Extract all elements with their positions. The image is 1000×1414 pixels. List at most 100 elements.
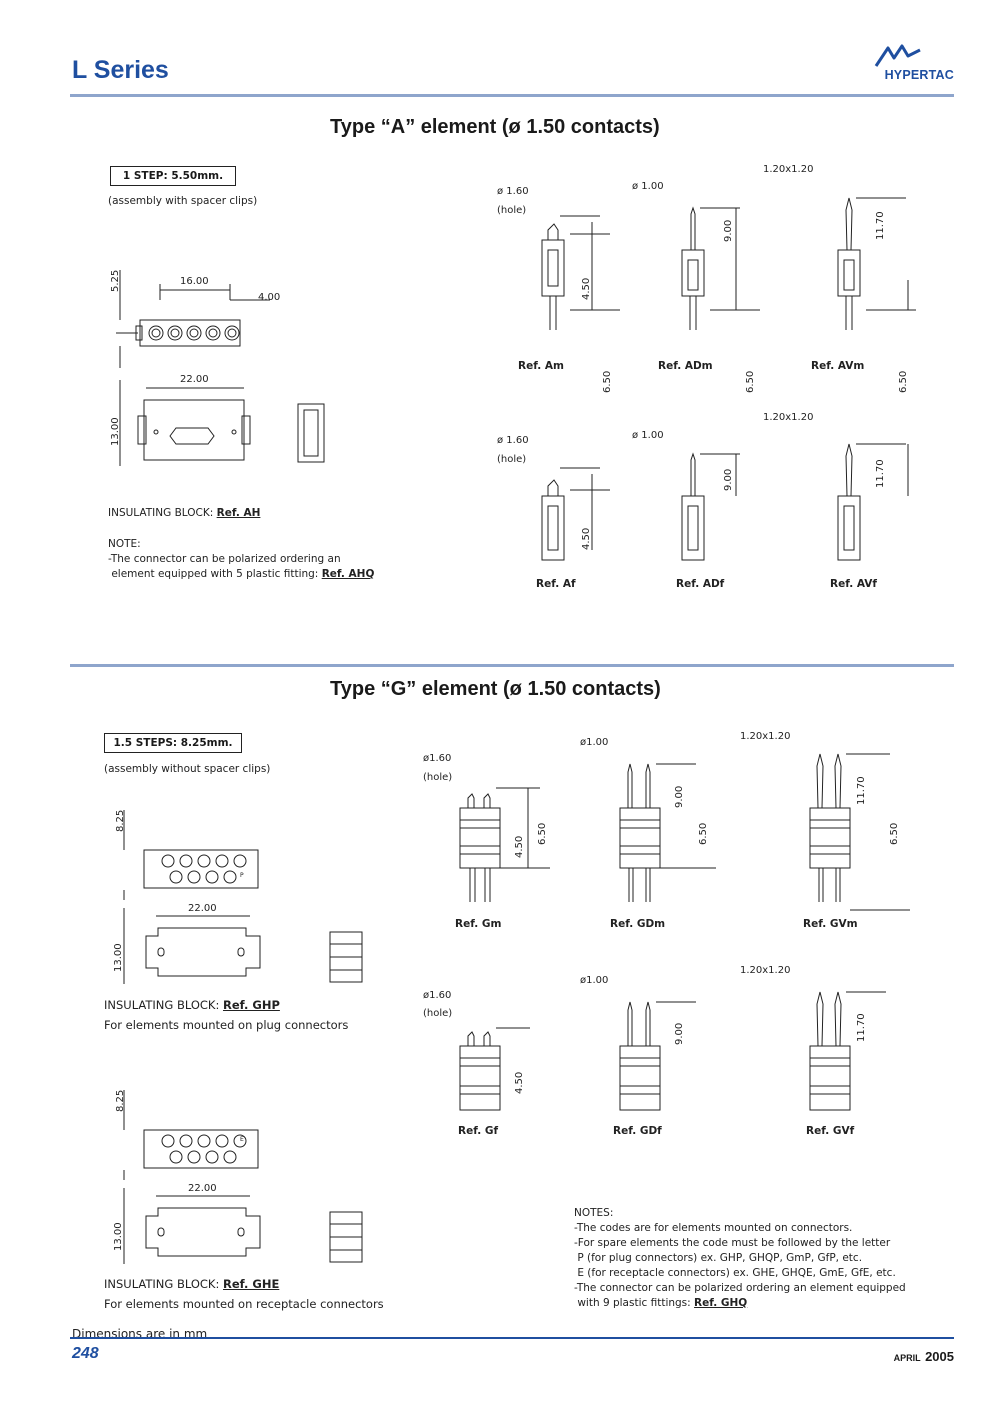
insulating-block-ah-bottom-view xyxy=(110,376,350,476)
contact-am-drawing xyxy=(520,190,620,390)
issue-year: 2005 xyxy=(925,1349,954,1364)
hypertac-logo: HYPERTAC xyxy=(826,44,954,84)
ghp-dim-13-00: 13.00 xyxy=(113,943,124,972)
insulating-block-ghp-bottom-view xyxy=(110,904,380,990)
gf-hole-dia: ø1.60 xyxy=(423,990,452,1001)
avf-dim-11-70: 11.70 xyxy=(875,459,886,488)
gvm-dim-11-70: 11.70 xyxy=(856,776,867,805)
ghe-description: For elements mounted on receptacle conne… xyxy=(104,1297,384,1311)
notes-title: NOTES: xyxy=(574,1207,614,1219)
brand-name: HYPERTAC xyxy=(884,68,954,82)
contact-avf-drawing xyxy=(816,430,926,570)
ref-gdf: Ref. GDf xyxy=(613,1125,662,1137)
gdf-dim-9-00: 9.00 xyxy=(674,1022,685,1045)
dim-4-00: 4.00 xyxy=(258,292,281,303)
ref-ghq: Ref. GHQ xyxy=(694,1297,748,1309)
insulating-block-ah-top-view xyxy=(110,260,290,370)
issue-date: APRIL 2005 xyxy=(894,1348,954,1366)
am-hole: (hole) xyxy=(497,205,527,216)
notes-line-3: P (for plug connectors) ex. GHP, GHQP, G… xyxy=(574,1252,863,1264)
notes-line-2: -For spare elements the code must be fol… xyxy=(574,1237,891,1249)
ghe-dim-13-00: 13.00 xyxy=(113,1222,124,1251)
ghe-dim-8-25: 8.25 xyxy=(115,1089,126,1112)
gvf-square: 1.20x1.20 xyxy=(740,965,791,976)
assembly-note-a: (assembly with spacer clips) xyxy=(108,195,258,207)
ref-gf: Ref. Gf xyxy=(458,1125,499,1137)
contact-gf-drawing xyxy=(440,1000,540,1120)
note-title: NOTE: xyxy=(108,538,141,550)
ghp-p-letter: P xyxy=(240,872,244,879)
am-dim-6-50: 6.50 xyxy=(602,370,613,393)
insulating-block-ghp-top-view xyxy=(110,800,280,900)
ref-adm: Ref. ADm xyxy=(658,360,713,372)
avm-dim-11-70: 11.70 xyxy=(875,211,886,240)
ref-avf: Ref. AVf xyxy=(830,578,877,590)
notes-line-5: -The connector can be polarized ordering… xyxy=(574,1282,906,1294)
insulating-block-label: INSULATING BLOCK: xyxy=(108,507,217,519)
contact-gvm-drawing xyxy=(790,740,920,920)
contact-gm-drawing xyxy=(440,760,560,920)
gdm-pin-dia: ø1.00 xyxy=(580,737,609,748)
gm-hole: (hole) xyxy=(423,772,453,783)
notes-g: NOTES: -The codes are for elements mount… xyxy=(574,1206,906,1311)
section-g-title: Type “G” element (ø 1.50 contacts) xyxy=(330,678,661,700)
gdf-pin-dia: ø1.00 xyxy=(580,975,609,986)
page-number: 248 xyxy=(72,1345,99,1362)
ref-gm: Ref. Gm xyxy=(455,918,502,930)
af-hole-dia: ø 1.60 xyxy=(497,435,529,446)
footer-rule xyxy=(70,1337,954,1339)
gm-hole-dia: ø1.60 xyxy=(423,753,452,764)
step-label-a: 1 STEP: 5.50mm. xyxy=(110,166,236,186)
gdm-dim-6-50: 6.50 xyxy=(698,822,709,845)
ghp-description: For elements mounted on plug connectors xyxy=(104,1018,349,1032)
insulating-block-ghe-bottom-view xyxy=(110,1184,380,1270)
contact-gdf-drawing xyxy=(596,990,706,1120)
hypertac-logo-icon xyxy=(874,44,922,68)
assembly-note-g: (assembly without spacer clips) xyxy=(104,763,271,775)
section-g-rule xyxy=(70,664,954,667)
ref-ghp: Ref. GHP xyxy=(222,998,280,1012)
adf-pin-dia: ø 1.00 xyxy=(632,430,664,441)
gdm-dim-9-00: 9.00 xyxy=(674,785,685,808)
gf-dim-4-50: 4.50 xyxy=(514,1071,525,1094)
insulating-block-ghp-label: INSULATING BLOCK: Ref. GHP xyxy=(104,998,280,1012)
avm-dim-6-50: 6.50 xyxy=(898,370,909,393)
gf-hole: (hole) xyxy=(423,1008,453,1019)
avf-square: 1.20x1.20 xyxy=(763,412,814,423)
ghp-dim-22-00: 22.00 xyxy=(188,903,217,914)
gvm-square: 1.20x1.20 xyxy=(740,731,791,742)
ref-avm: Ref. AVm xyxy=(811,360,865,372)
contact-af-drawing xyxy=(520,440,620,570)
ghe-e-letter: E xyxy=(240,1136,244,1143)
adm-dim-6-50: 6.50 xyxy=(745,370,756,393)
ref-gvf: Ref. GVf xyxy=(806,1125,855,1137)
notes-line-6: with 9 plastic fittings: Ref. GHQ xyxy=(574,1297,748,1309)
ref-adf: Ref. ADf xyxy=(676,578,725,590)
dim-13-00: 13.00 xyxy=(110,417,121,446)
af-hole: (hole) xyxy=(497,454,527,465)
series-title: L Series xyxy=(72,56,169,84)
notes-line-4: E (for receptacle connectors) ex. GHE, G… xyxy=(574,1267,896,1279)
header-rule xyxy=(70,94,954,97)
adm-pin-dia: ø 1.00 xyxy=(632,181,664,192)
dim-16-00: 16.00 xyxy=(180,276,209,287)
ref-ahq: Ref. AHQ xyxy=(321,568,375,580)
ref-ah: Ref. AH xyxy=(216,507,261,519)
gvm-dim-6-50: 6.50 xyxy=(889,822,900,845)
note-line-2: element equipped with 5 plastic fitting:… xyxy=(108,568,375,580)
note-a: NOTE: -The connector can be polarized or… xyxy=(108,537,374,582)
contact-avm-drawing xyxy=(816,180,926,390)
adm-dim-9-00: 9.00 xyxy=(723,219,734,242)
note-line-1: -The connector can be polarized ordering… xyxy=(108,553,341,565)
gvf-dim-11-70: 11.70 xyxy=(856,1013,867,1042)
contact-gdm-drawing xyxy=(596,750,726,920)
step-label-g: 1.5 STEPS: 8.25mm. xyxy=(104,733,242,753)
ghe-dim-22-00: 22.00 xyxy=(188,1183,217,1194)
am-dim-4-50: 4.50 xyxy=(581,277,592,300)
af-dim-4-50: 4.50 xyxy=(581,527,592,550)
ref-ghe: Ref. GHE xyxy=(222,1277,280,1291)
adf-dim-9-00: 9.00 xyxy=(723,468,734,491)
insulating-block-ah-label: INSULATING BLOCK: Ref. AH xyxy=(108,506,260,521)
ref-af: Ref. Af xyxy=(536,578,576,590)
contact-adf-drawing xyxy=(660,440,760,570)
